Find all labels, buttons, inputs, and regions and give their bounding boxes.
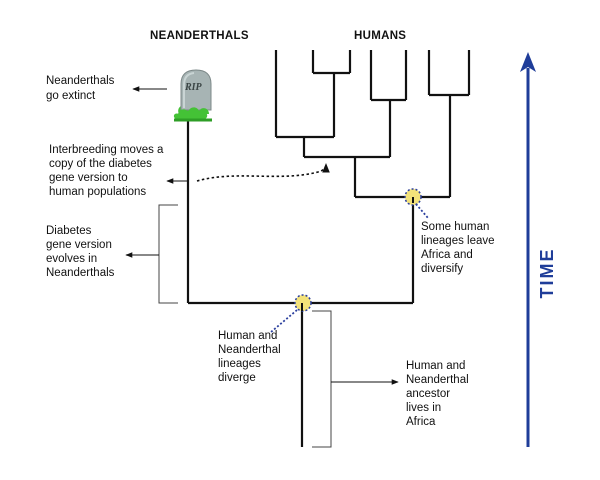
- interbreeding-label-line: human populations: [49, 186, 146, 198]
- ancestor-label-line: Africa: [406, 416, 436, 428]
- interbreeding-label-line: gene version to: [49, 172, 128, 184]
- tombstone-text: RIP: [184, 82, 203, 93]
- diabetes-label-line: Neanderthals: [46, 267, 115, 279]
- ancestor-label-line: Neanderthal: [406, 374, 469, 386]
- time-arrow-head: [520, 52, 536, 72]
- leave-africa-annotation: Some human lineages leave Africa and div…: [421, 221, 495, 275]
- ancestor-label-line: Human and: [406, 360, 465, 372]
- interbreeding-label-line: Interbreeding moves a: [49, 144, 164, 156]
- diabetes-label-line: gene version: [46, 239, 112, 251]
- humans-header: HUMANS: [354, 30, 406, 42]
- time-axis: TIME: [520, 52, 557, 447]
- gene-flow-dotted-arrow: [196, 163, 330, 182]
- phylogenetic-tree: [186, 50, 471, 447]
- diabetes-label-line: evolves in: [46, 253, 97, 265]
- tombstone-icon: RIP: [173, 69, 212, 122]
- diverge-label-line: lineages: [218, 358, 261, 370]
- diabetes-bracket: [158, 204, 178, 304]
- ancestor-bracket: [312, 310, 332, 448]
- time-label: TIME: [537, 248, 557, 299]
- leave-africa-label-line: lineages leave: [421, 235, 495, 247]
- diabetes-label-line: Diabetes: [46, 225, 92, 237]
- leave-africa-label-line: diversify: [421, 263, 463, 275]
- interbreeding-label-line: copy of the diabetes: [49, 158, 152, 170]
- ancestor-label-line: lives in: [406, 402, 441, 414]
- divergence-node: [270, 294, 312, 333]
- interbreeding-annotation: Interbreeding moves a copy of the diabet…: [49, 144, 330, 198]
- diabetes-annotation: Diabetes gene version evolves in Neander…: [46, 204, 178, 304]
- ancestor-label-line: ancestor: [406, 388, 450, 400]
- diverge-label-line: Neanderthal: [218, 344, 281, 356]
- extinct-label-line: Neanderthals: [46, 75, 115, 87]
- neanderthals-header: NEANDERTHALS: [150, 30, 249, 42]
- extinct-annotation: Neanderthals go extinct: [46, 75, 167, 102]
- diverge-label-line: diverge: [218, 372, 256, 384]
- extinct-label-line: go extinct: [46, 90, 96, 102]
- leave-africa-label-line: Africa and: [421, 249, 473, 261]
- ancestor-annotation: Human and Neanderthal ancestor lives in …: [312, 310, 469, 448]
- leave-africa-label-line: Some human: [421, 221, 489, 233]
- diverge-annotation: Human and Neanderthal lineages diverge: [218, 330, 281, 384]
- dispersal-node: [404, 188, 429, 219]
- diverge-label-line: Human and: [218, 330, 277, 342]
